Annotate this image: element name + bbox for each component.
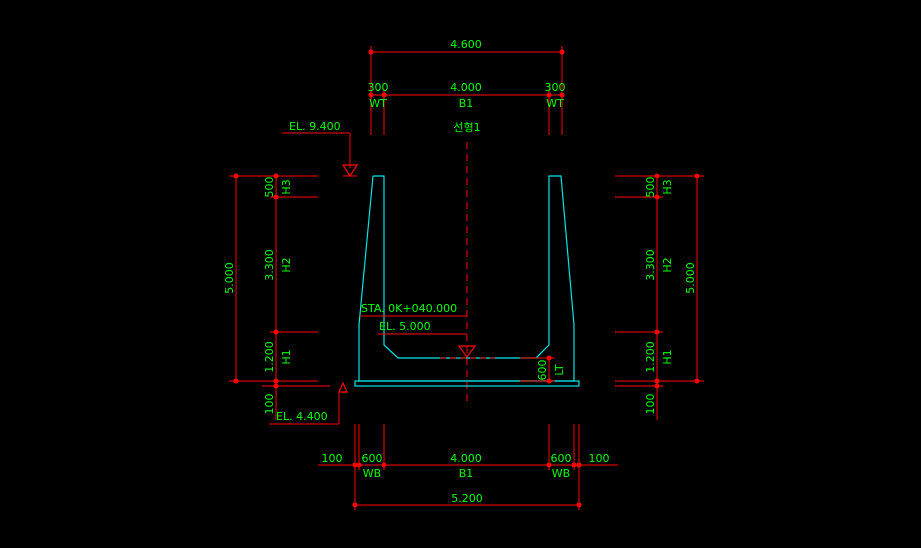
bottom-wb-right-label: WB xyxy=(552,467,570,480)
top-wt-right-dimension: 300 xyxy=(545,81,566,94)
top-elevation-marker: EL. 9.400 xyxy=(282,120,359,178)
left-h2-value: 3.300 xyxy=(263,249,276,281)
right-below-value: 100 xyxy=(644,394,657,415)
bottom-b1-label: B1 xyxy=(459,467,474,480)
el-bottom-label: EL. 4.400 xyxy=(276,410,328,423)
top-wt-right-label: WT xyxy=(546,97,564,110)
left-h3-label: H3 xyxy=(280,179,293,194)
floor-elevation-marker: STA. 0K+040.000 EL. 5.000 xyxy=(360,302,495,359)
left-below-value: 100 xyxy=(263,394,276,415)
bottom-ext-right-dimension: 100 xyxy=(589,452,610,465)
left-total-dimension: 5.000 xyxy=(223,262,236,294)
station-label: STA. 0K+040.000 xyxy=(361,302,457,315)
left-h3-value: 500 xyxy=(263,177,276,198)
bottom-total-dimension: 5.200 xyxy=(451,492,483,505)
centerline-name: 선형1 xyxy=(453,121,480,134)
top-dimensions: 4.600 300 4.000 300 WT B1 WT xyxy=(368,38,566,135)
el-floor-label: EL. 5.000 xyxy=(379,320,431,333)
right-h1-value: 1.200 xyxy=(644,341,657,373)
right-total-dimension: 5.000 xyxy=(684,262,697,294)
right-dimensions: 5.000 500 H3 3.300 H2 1.200 H1 100 xyxy=(615,173,704,420)
lt-value: 600 xyxy=(536,360,549,381)
u-channel-structure xyxy=(354,175,580,387)
top-wt-left-dimension: 300 xyxy=(368,81,389,94)
right-h3-label: H3 xyxy=(661,179,674,194)
right-h3-value: 500 xyxy=(644,177,657,198)
bottom-wb-left-dimension: 600 xyxy=(362,452,383,465)
bottom-b1-dimension: 4.000 xyxy=(450,452,482,465)
right-h1-label: H1 xyxy=(661,349,674,364)
left-h1-label: H1 xyxy=(280,349,293,364)
left-h2-label: H2 xyxy=(280,257,293,272)
bottom-wb-left-label: WB xyxy=(363,467,381,480)
top-b1-label: B1 xyxy=(459,97,474,110)
lt-dimension: 600 LT xyxy=(520,355,566,384)
bottom-dimensions: 100 600 4.000 600 100 WB B1 WB 5.200 xyxy=(318,424,618,510)
left-dimensions: 5.000 500 H3 3.300 H2 1.200 H1 100 xyxy=(223,173,330,420)
top-wt-left-label: WT xyxy=(369,97,387,110)
bottom-wb-right-dimension: 600 xyxy=(551,452,572,465)
bottom-ext-left-dimension: 100 xyxy=(322,452,343,465)
bottom-elevation-marker: EL. 4.400 xyxy=(269,381,348,425)
top-b1-dimension: 4.000 xyxy=(450,81,482,94)
top-total-dimension: 4.600 xyxy=(450,38,482,51)
el-top-label: EL. 9.400 xyxy=(289,120,341,133)
lt-label: LT xyxy=(553,364,566,376)
right-h2-value: 3.300 xyxy=(644,249,657,281)
left-h1-value: 1.200 xyxy=(263,341,276,373)
right-h2-label: H2 xyxy=(661,257,674,272)
